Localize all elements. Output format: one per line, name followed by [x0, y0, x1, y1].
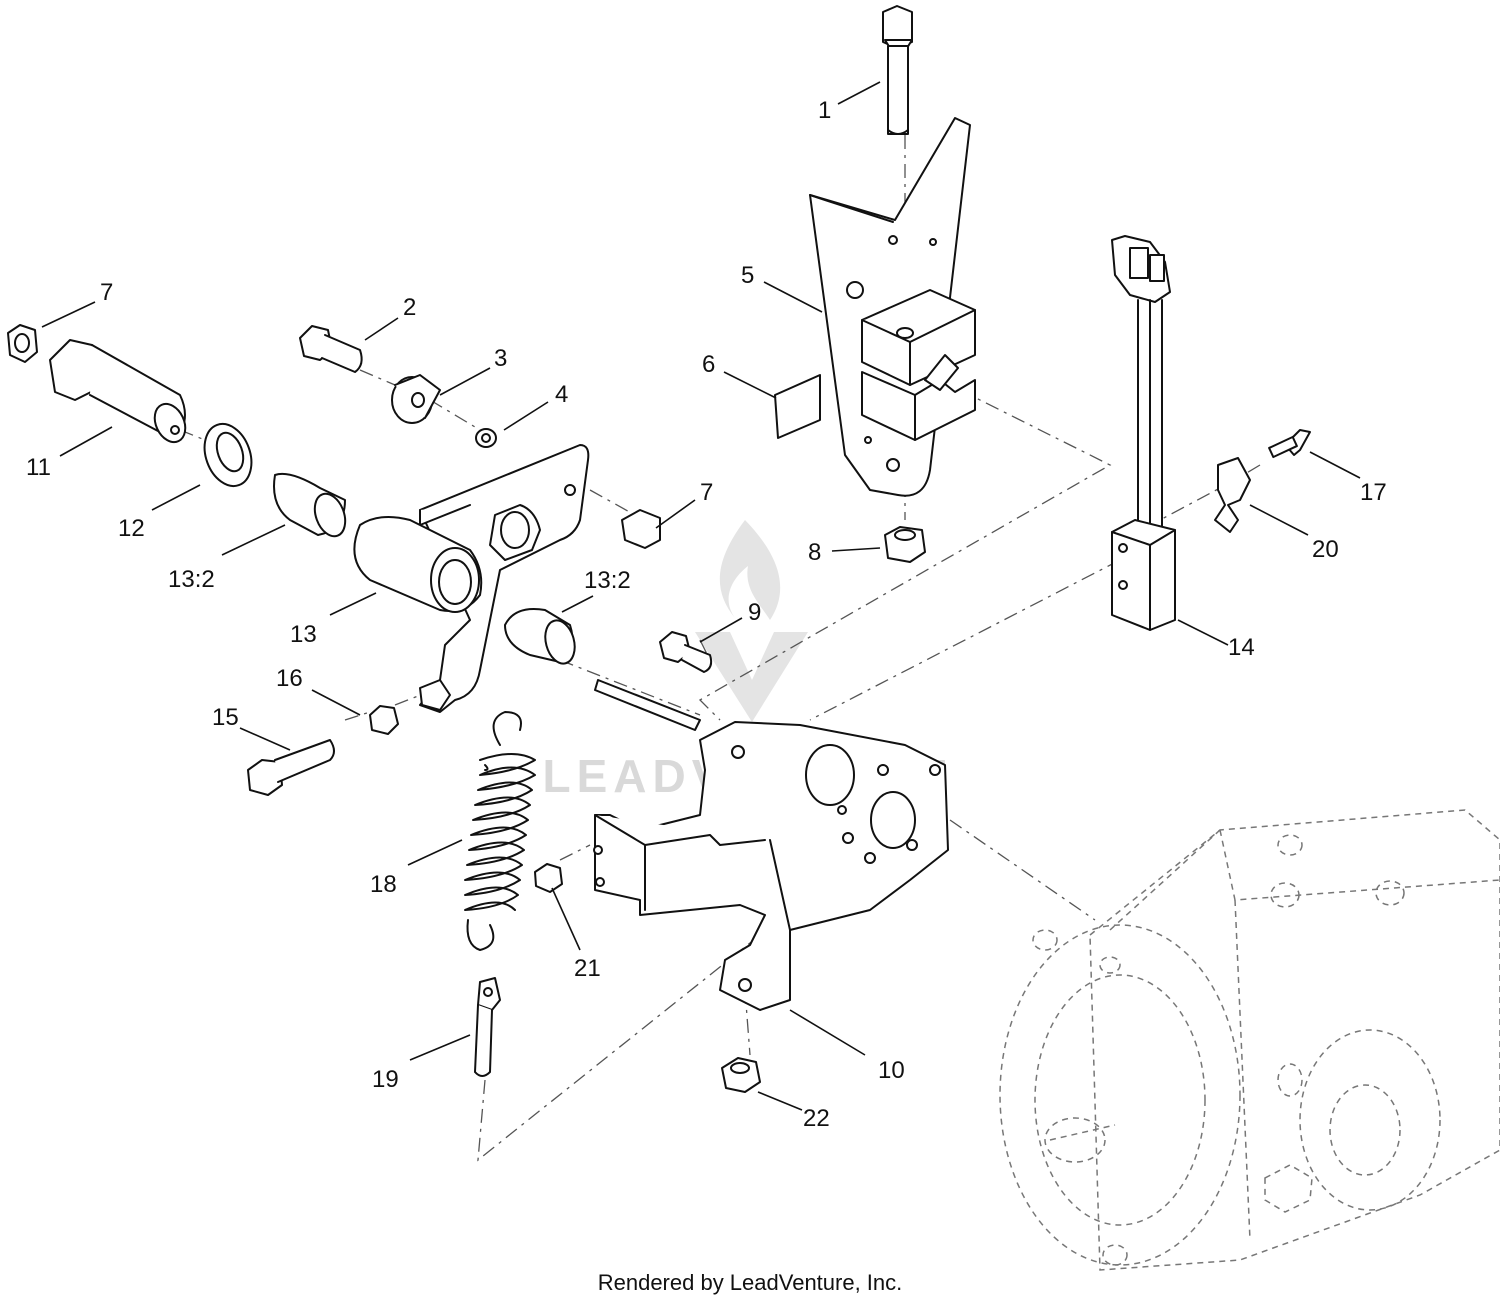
part-4-washer [475, 428, 497, 448]
hydro-pump-reference [999, 809, 1500, 1271]
callout-17: 17 [1360, 479, 1387, 506]
callout-13-2-lower: 13:2 [584, 567, 631, 594]
render-credit-footer: Rendered by LeadVenture, Inc. [597, 1270, 903, 1295]
part-19-eye-bolt [474, 977, 501, 1077]
callout-9: 9 [748, 599, 761, 626]
callout-10: 10 [878, 1057, 905, 1084]
flame-logo-icon [719, 520, 781, 620]
callout-14: 14 [1228, 634, 1255, 661]
callout-1: 1 [818, 97, 831, 124]
part-3-spacer [391, 374, 441, 424]
part-7-nut-right [621, 509, 661, 549]
callout-7-right: 7 [700, 479, 713, 506]
callout-7-left: 7 [100, 279, 113, 306]
part-17-screw [1268, 429, 1311, 459]
callout-11: 11 [26, 454, 51, 481]
callout-labels: 1 2 3 4 5 6 7 7 8 9 10 11 12 13 13:2 13:… [26, 97, 1387, 1132]
callout-20: 20 [1312, 536, 1339, 563]
callout-3: 3 [494, 345, 507, 372]
part-1-hex-bolt [882, 5, 913, 135]
part-13-pump-arm [353, 444, 590, 713]
callout-13-2-upper: 13:2 [168, 566, 215, 593]
part-7-nut-left [7, 324, 38, 363]
callout-8: 8 [808, 539, 821, 566]
callout-2: 2 [403, 294, 416, 321]
switch-block [861, 289, 976, 441]
part-12-washer [203, 423, 253, 487]
part-9-bolt [659, 631, 713, 673]
part-6-decal [774, 374, 821, 439]
callout-22: 22 [803, 1105, 830, 1132]
part-2-bolt [299, 325, 363, 373]
part-11-pivot-bolt [49, 339, 187, 444]
callout-6: 6 [702, 351, 715, 378]
callout-21: 21 [574, 955, 601, 982]
part-13-2-bushing-upper [273, 472, 347, 538]
callout-4: 4 [555, 381, 568, 408]
pump-shaft [594, 679, 701, 731]
part-14-neutral-switch [1111, 235, 1176, 631]
callout-16: 16 [276, 665, 303, 692]
callout-12: 12 [118, 515, 145, 542]
part-10-main-bracket [593, 721, 949, 1011]
callout-5: 5 [741, 262, 754, 289]
part-16-nut [369, 705, 399, 735]
part-13-2-bushing-lower [504, 608, 576, 665]
callout-15: 15 [212, 704, 239, 731]
part-15-bolt [247, 739, 335, 796]
part-8-nut [884, 526, 926, 563]
callout-19: 19 [372, 1066, 399, 1093]
part-21-nut [534, 863, 563, 893]
chevron-logo-icon [695, 632, 808, 722]
part-22-nut [721, 1057, 761, 1093]
callout-18: 18 [370, 871, 397, 898]
part-18-spring [464, 711, 536, 951]
part-20-clip [1214, 457, 1251, 533]
callout-leaders [41, 81, 1361, 1111]
callout-13: 13 [290, 621, 317, 648]
